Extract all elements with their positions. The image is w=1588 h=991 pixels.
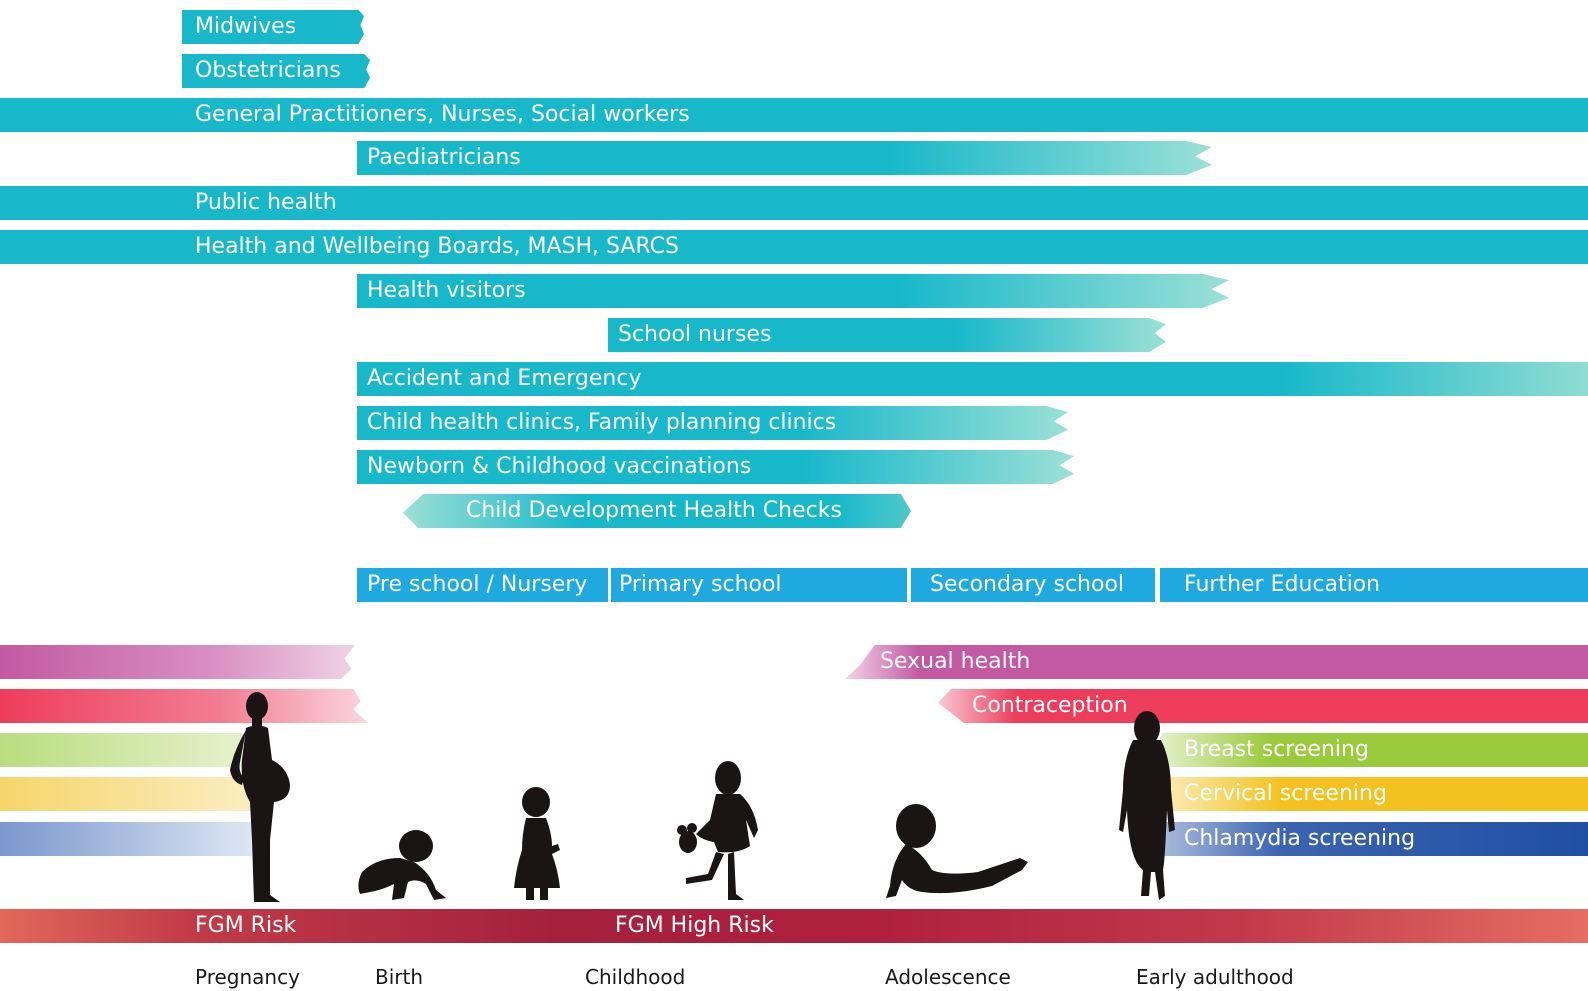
screening-label: Sexual health [880, 649, 1031, 674]
service-bar-general-practitioners: General Practitioners, Nurses, Social wo… [0, 98, 1588, 132]
education-bar-primary: Primary school [611, 568, 907, 602]
education-label: Primary school [619, 572, 782, 597]
education-bar-further-education: Further Education [1160, 568, 1588, 602]
service-label: Child health clinics, Family planning cl… [367, 410, 837, 435]
crawling-baby-silhouette [358, 830, 446, 900]
service-label: Paediatricians [367, 145, 521, 170]
girl-with-teddy-silhouette [677, 761, 758, 900]
fgm-high-risk-label: FGM High Risk [615, 913, 774, 938]
service-label: General Practitioners, Nurses, Social wo… [195, 102, 690, 127]
service-bar-paediatricians: Paediatricians [357, 141, 1212, 175]
service-bar-public-health: Public health [0, 186, 1588, 220]
fgm-risk-label: FGM Risk [195, 913, 297, 938]
cervical-screening-fade-left [0, 777, 252, 811]
reclining-child-silhouette [886, 804, 1028, 898]
service-bar-child-health-clinics: Child health clinics, Family planning cl… [357, 406, 1068, 440]
contraception-fade-left [0, 689, 368, 723]
service-label: Health and Wellbeing Boards, MASH, SARCS [195, 234, 679, 259]
pregnant-woman-silhouette [230, 692, 290, 902]
stage-label-birth: Birth [375, 965, 424, 989]
service-label: Newborn & Childhood vaccinations [367, 454, 752, 479]
service-label: Health visitors [367, 278, 526, 303]
service-label: Public health [195, 190, 337, 215]
stage-label-pregnancy: Pregnancy [195, 965, 300, 989]
service-bar-obstetricians: Obstetricians [182, 54, 370, 88]
young-woman-silhouette [1119, 711, 1175, 900]
education-label: Pre school / Nursery [367, 572, 588, 597]
service-label: Obstetricians [195, 58, 341, 83]
education-bar-secondary: Secondary school [911, 568, 1155, 602]
service-label: Child Development Health Checks [466, 498, 842, 523]
fgm-risk-bar: FGM Risk FGM High Risk [0, 909, 1588, 943]
sexual-health-fade-left [0, 645, 355, 679]
breast-screening-fade-left [0, 733, 252, 767]
service-label: School nurses [618, 322, 772, 347]
service-bar-midwives: Midwives [182, 10, 364, 44]
service-bar-vaccinations: Newborn & Childhood vaccinations [357, 450, 1074, 484]
stage-label-early-adulthood: Early adulthood [1136, 965, 1294, 989]
screening-label: Cervical screening [1184, 781, 1387, 806]
breast-screening-bar: Breast screening [1162, 733, 1588, 767]
stage-label-childhood: Childhood [585, 965, 686, 989]
service-bar-accident-emergency: Accident and Emergency [357, 362, 1588, 396]
chlamydia-screening-fade-left [0, 822, 252, 856]
education-label: Secondary school [930, 572, 1125, 597]
service-bar-health-visitors: Health visitors [357, 274, 1229, 308]
service-bar-child-development-checks: Child Development Health Checks [403, 494, 911, 528]
sexual-health-bar: Sexual health [845, 645, 1588, 679]
service-bar-health-wellbeing-boards: Health and Wellbeing Boards, MASH, SARCS [0, 230, 1588, 264]
education-label: Further Education [1184, 572, 1381, 597]
education-bar-preschool: Pre school / Nursery [357, 568, 608, 602]
service-bar-school-nurses: School nurses [608, 318, 1166, 352]
service-label: Accident and Emergency [367, 366, 642, 391]
screening-label: Contraception [972, 693, 1128, 718]
stage-label-adolescence: Adolescence [885, 965, 1011, 989]
service-label: Midwives [195, 14, 297, 39]
chlamydia-screening-bar: Chlamydia screening [1162, 822, 1588, 856]
contraception-bar: Contraception [938, 689, 1588, 723]
screening-label: Breast screening [1184, 737, 1369, 762]
cervical-screening-bar: Cervical screening [1162, 777, 1588, 811]
screening-label: Chlamydia screening [1184, 826, 1416, 851]
toddler-silhouette [514, 787, 560, 900]
